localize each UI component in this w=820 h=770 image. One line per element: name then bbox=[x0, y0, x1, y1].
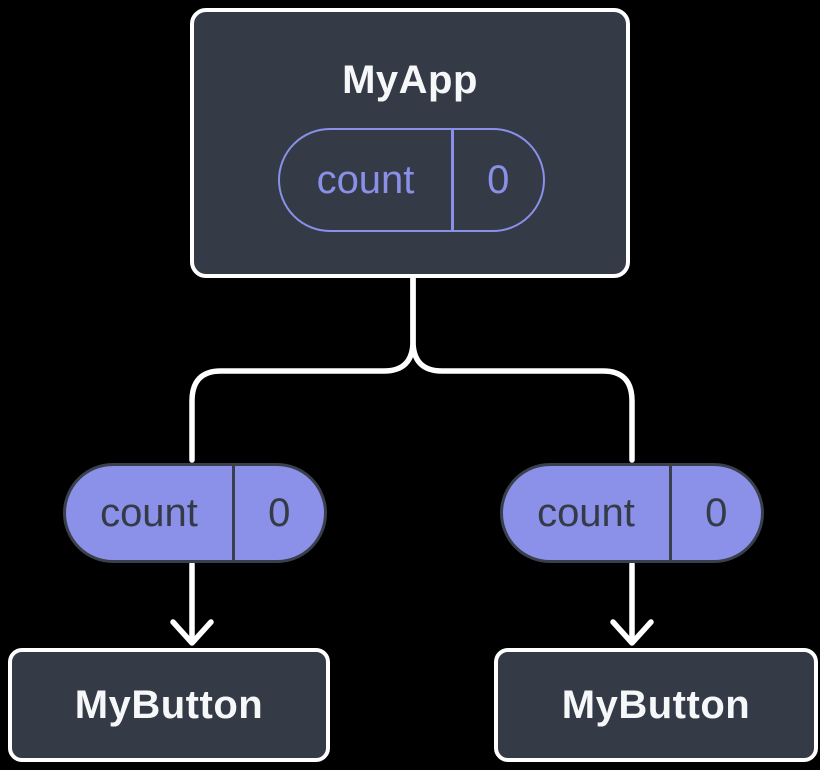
state-name-label: count bbox=[316, 157, 415, 202]
pill-divider bbox=[232, 466, 235, 560]
state-value-label: 0 bbox=[487, 157, 510, 202]
prop-pill-right: count 0 bbox=[500, 463, 764, 563]
mybutton-node-title: MyButton bbox=[561, 682, 751, 727]
pill-divider bbox=[451, 130, 454, 230]
prop-pill-left: count 0 bbox=[63, 463, 327, 563]
mybutton-node-title: MyButton bbox=[74, 682, 264, 727]
branch-line-left bbox=[189, 273, 416, 463]
arrow-head-left-icon bbox=[170, 619, 214, 646]
myapp-node: MyApp count 0 bbox=[190, 8, 630, 278]
prop-value-label: 0 bbox=[705, 490, 728, 535]
myapp-node-title: MyApp bbox=[342, 58, 478, 102]
branch-line-right bbox=[410, 273, 635, 463]
arrow-head-right-icon bbox=[610, 619, 654, 646]
prop-value-label: 0 bbox=[268, 490, 291, 535]
mybutton-node-right: MyButton bbox=[494, 648, 818, 762]
pill-divider bbox=[669, 466, 672, 560]
prop-name-label: count bbox=[537, 490, 635, 535]
mybutton-node-left: MyButton bbox=[8, 648, 330, 762]
root-state-pill: count 0 bbox=[278, 128, 545, 232]
prop-name-label: count bbox=[100, 490, 198, 535]
